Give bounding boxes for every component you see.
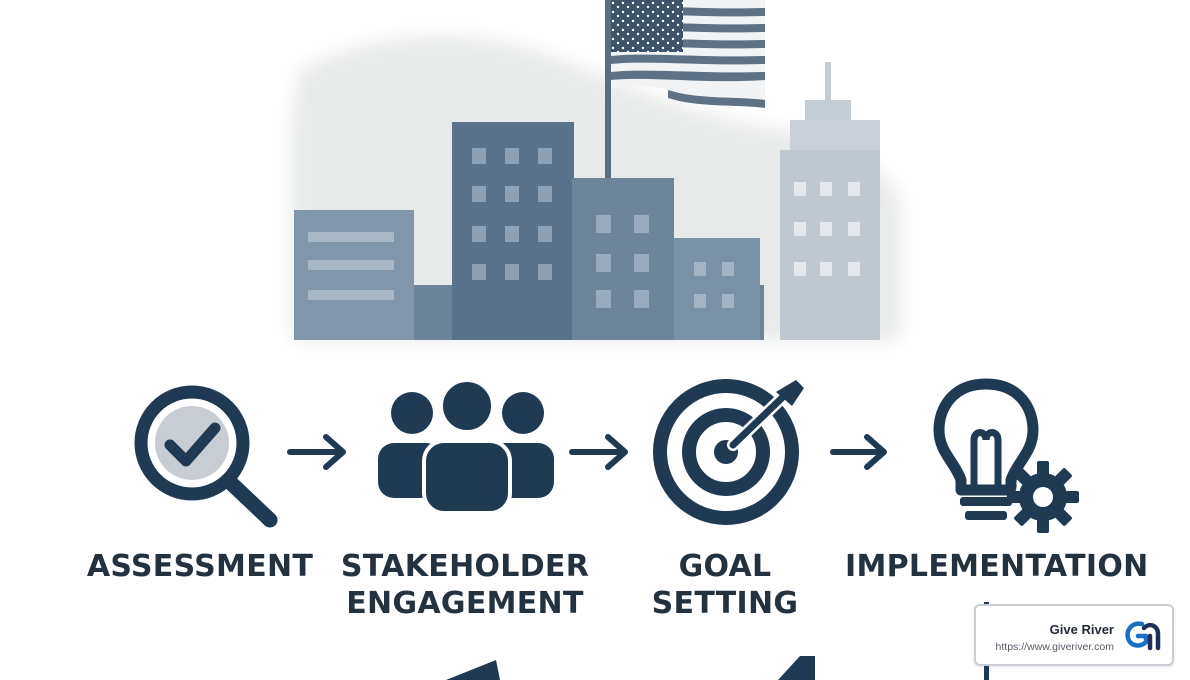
building-left [294, 210, 414, 340]
step-label-line: STAKEHOLDER [340, 549, 590, 584]
step-label-line: ENGAGEMENT [346, 586, 584, 621]
arrow-icon [569, 434, 628, 470]
step-label-goal-setting: GOAL SETTING [625, 548, 825, 622]
target-arrow-icon [653, 379, 804, 525]
arrow-icon [830, 434, 887, 470]
building-mid-windows [596, 215, 649, 308]
lightbulb-gear-icon [933, 378, 1079, 533]
flag-pole [605, 0, 611, 180]
gear-icon [1007, 461, 1079, 533]
step-label-line: GOAL [678, 549, 772, 584]
give-river-logo [1125, 621, 1161, 651]
building-short-windows [694, 262, 734, 308]
step-label-line: IMPLEMENTATION [845, 549, 1149, 584]
magnifier-check-icon [134, 385, 278, 528]
us-flag-icon [611, 0, 765, 108]
step-label-implementation: IMPLEMENTATION [845, 548, 1149, 585]
building-left-bands [308, 232, 394, 300]
step-label-line: SETTING [651, 586, 799, 621]
step-label-line: ASSESSMENT [86, 549, 314, 584]
building-mid [572, 178, 674, 340]
tower-windows [794, 182, 860, 276]
people-group-icon [378, 378, 554, 515]
building-short [674, 238, 760, 340]
badge-name: Give River [1049, 622, 1114, 637]
badge-url: https://www.giveriver.com [995, 641, 1114, 653]
skyline-illustration [292, 0, 900, 341]
step-label-stakeholder-engagement: STAKEHOLDER ENGAGEMENT [330, 548, 600, 622]
tower-right [780, 62, 880, 340]
building-tall-windows [472, 148, 552, 280]
arrow-icon [287, 434, 346, 470]
step-label-assessment: ASSESSMENT [80, 548, 320, 585]
give-river-badge[interactable]: Give River https://www.giveriver.com [974, 604, 1174, 666]
